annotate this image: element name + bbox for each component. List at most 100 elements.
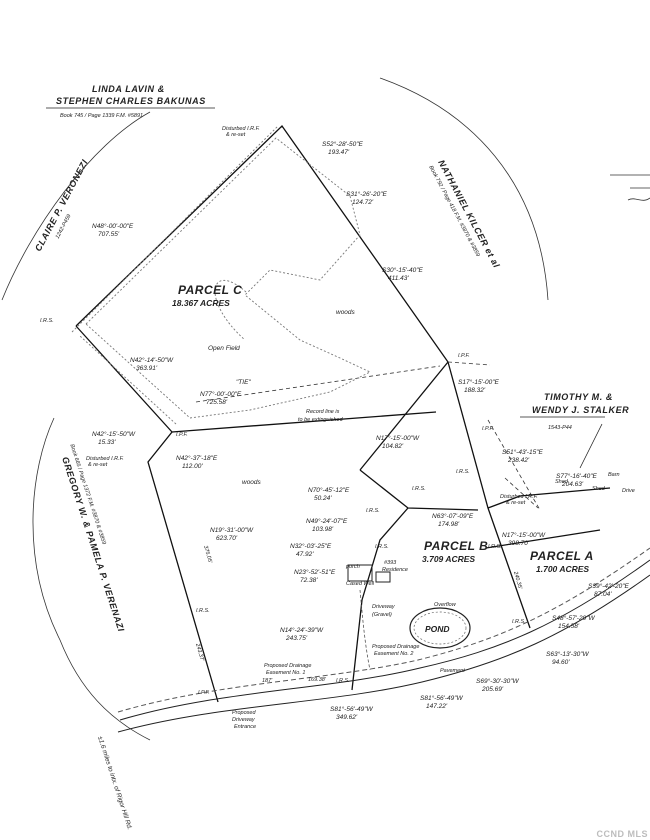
- parcel-b-name: PARCEL B: [424, 539, 488, 553]
- call-distance: 205.69': [481, 686, 504, 693]
- call-distance: 349.62': [336, 714, 358, 721]
- record-line-label: Record line is: [306, 409, 340, 415]
- call-distance: 103.98': [312, 526, 334, 533]
- owner-kilcer: NATHANIEL KILCER et al Book 792 / Page 4…: [427, 158, 502, 269]
- owner-east-name: NATHANIEL KILCER et al: [436, 158, 502, 269]
- parcel-a-name: PARCEL A: [530, 549, 594, 563]
- call-distance: 87.04': [594, 591, 612, 598]
- owner-north-line2: STEPHEN CHARLES BAKUNAS: [56, 96, 206, 106]
- owner-stalker: TIMOTHY M. & WENDY J. STALKER 1543-P44: [520, 392, 629, 469]
- irs-5: I.R.S.: [488, 544, 502, 550]
- dist-label-5: 169.38': [308, 677, 327, 683]
- call-bearing: N14°-24'-39"W: [280, 626, 324, 634]
- residence-label: Residence: [382, 567, 408, 573]
- porch-label: porch: [345, 564, 360, 570]
- call-distance: 104.82': [382, 443, 404, 450]
- call-bearing: N77°-00'-00"E: [200, 390, 242, 398]
- call-bearing: S81°-56'-49"W: [420, 694, 464, 702]
- call-distance: 112.00': [182, 463, 203, 470]
- irs-4: I.R.S.: [366, 508, 380, 514]
- parcel-b-label: PARCEL B 3.709 ACRES: [422, 539, 488, 564]
- ipf-2: I.P.F.: [176, 432, 188, 438]
- disturbed-irf-3: Disturbed I.R.F.: [500, 494, 538, 500]
- call-distance: 47.92': [296, 551, 314, 558]
- owner-verenazi-gregory: GREGORY W. & PAMELA P. VERENAZI Book 665…: [60, 444, 126, 634]
- owner-north-line1: LINDA LAVIN &: [92, 84, 165, 94]
- watermark: CCND MLS: [596, 829, 648, 839]
- owner-veronezi-claire: CLAIRE P. VERONEZI 1242-P459: [33, 158, 90, 253]
- call-bearing: N70°-45'-12"E: [308, 486, 350, 494]
- call-bearing: N23°-52'-51"E: [294, 568, 336, 576]
- call-distance: 72.38': [300, 577, 318, 584]
- dist-label-3: 240.35': [512, 570, 523, 591]
- prop-drive-label: Proposed: [232, 710, 256, 716]
- call-bearing: N17°-15'-00"W: [376, 434, 420, 442]
- prop-drain-label-2: Proposed Drainage: [264, 663, 311, 669]
- parcel-b-area: 3.709 ACRES: [422, 554, 475, 564]
- call-bearing: N17°-15'-00"W: [502, 531, 546, 539]
- dist-label-2: 243.37': [194, 642, 205, 663]
- call-distance: 398.70': [508, 540, 530, 547]
- prop-drive-label-3: Entrance: [234, 724, 256, 730]
- driveway-label: Driveway: [372, 604, 396, 610]
- overflow-label: Overflow: [434, 602, 457, 608]
- call-bearing: N32°-03'-25"E: [290, 542, 332, 550]
- bearing-calls: S52°-28'-50"E193.47'S31°-26'-20"E124.72'…: [92, 140, 630, 721]
- dist-label-1: 375.05': [202, 545, 213, 565]
- parcel-c-name: PARCEL C: [178, 283, 242, 297]
- pond-label: POND: [425, 624, 450, 634]
- tie-label: "TIE": [236, 379, 251, 386]
- call-distance: 193.47': [328, 149, 350, 156]
- owner-west-name: CLAIRE P. VERONEZI: [33, 158, 90, 253]
- woods-label-2: woods: [242, 479, 262, 486]
- call-bearing: N48°-00'-00"E: [92, 222, 134, 230]
- call-bearing: N42°-15'-50"W: [92, 430, 136, 438]
- easement1-label: Easement No. 1: [266, 670, 305, 676]
- reset-2: & re-set: [88, 462, 108, 468]
- call-bearing: S30°-15'-40"E: [382, 266, 424, 274]
- disturbed-irf-1: Disturbed I.R.F.: [222, 126, 260, 132]
- prop-drain-label: Proposed Drainage: [372, 644, 419, 650]
- call-bearing: S81°-56'-49"W: [330, 705, 374, 713]
- call-bearing: N42°-14'-50"W: [130, 356, 174, 364]
- irs-8: I.R.S.: [512, 619, 526, 625]
- call-bearing: S31°-26'-20"E: [346, 190, 388, 198]
- call-bearing: S17°-15'-00"E: [458, 378, 500, 386]
- pond: POND Overflow: [409, 602, 471, 649]
- call-bearing: N63°-07'-09"E: [432, 512, 474, 520]
- call-distance: 725.58': [206, 399, 228, 406]
- irs-1: I.R.S.: [40, 318, 54, 324]
- call-distance: 204.63': [561, 481, 584, 488]
- shed-label-2: Shed: [592, 486, 606, 492]
- shed-label-1: Shed: [555, 479, 569, 485]
- ipf-3: I.P.F.: [482, 426, 494, 432]
- call-distance: 363.91': [136, 365, 158, 372]
- call-distance: 50.24': [314, 495, 332, 502]
- open-field-label: Open Field: [208, 345, 240, 352]
- call-bearing: S77°-16'-40"E: [556, 472, 598, 480]
- reset-1: & re-set: [226, 132, 246, 138]
- drive-label: Drive: [622, 488, 635, 494]
- call-distance: 411.43': [388, 275, 409, 282]
- irs-9: I.R.S.: [375, 544, 389, 550]
- call-distance: 15.33': [98, 439, 116, 446]
- gravel-label: (Gravel): [372, 612, 392, 618]
- prop-drive-label-2: Driveway: [232, 717, 256, 723]
- call-bearing: N19°-31'-00"W: [210, 526, 254, 534]
- disturbed-irf-2: Disturbed I.R.F.: [86, 456, 124, 462]
- parcel-c-area: 18.367 ACRES: [172, 298, 230, 308]
- owner-se-line1: TIMOTHY M. &: [544, 392, 613, 402]
- record-line-label-2: to be extinguished: [298, 417, 344, 423]
- owner-se-ref: 1543-P44: [548, 425, 572, 431]
- call-bearing: S51°-43'-15"E: [502, 448, 544, 456]
- tree-line: [71, 125, 372, 425]
- call-bearing: S52°-28'-50"E: [322, 140, 364, 148]
- owner-se-line2: WENDY J. STALKER: [532, 405, 629, 415]
- owner-sw-name: GREGORY W. & PAMELA P. VERENAZI: [60, 456, 126, 634]
- residence: #393 Residence porch Cased Well Driveway…: [345, 560, 408, 671]
- call-bearing: S39°-42'-20"E: [588, 582, 630, 590]
- residence-num: #393: [384, 560, 397, 566]
- call-distance: 147.22': [426, 703, 448, 710]
- call-distance: 707.55': [98, 231, 120, 238]
